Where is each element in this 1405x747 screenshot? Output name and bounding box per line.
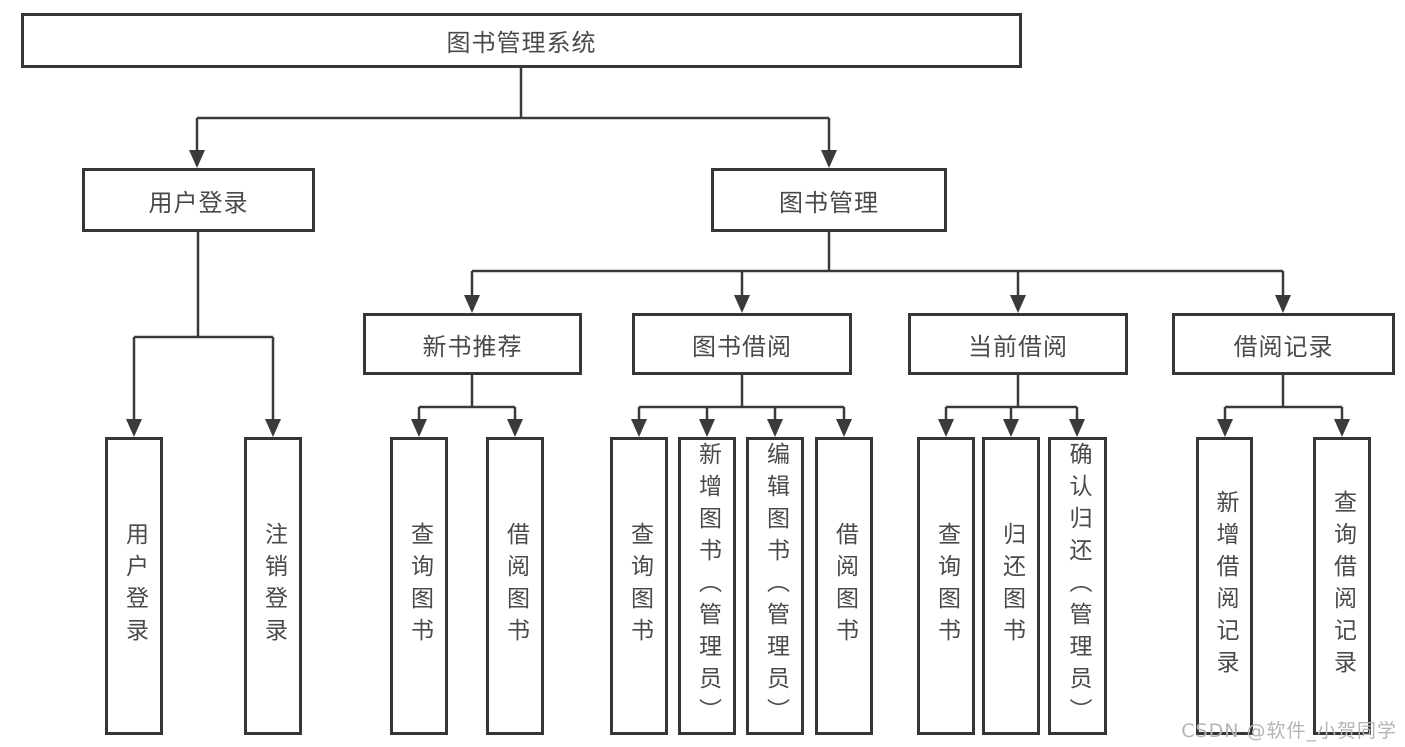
arrow-down-icon	[265, 419, 281, 437]
leaf-nbr-borrow-books: 借阅图书	[486, 437, 544, 735]
node-root: 图书管理系统	[21, 13, 1022, 68]
leaf-bb-borrow-books: 借阅图书	[815, 437, 873, 735]
leaf-logout: 注销登录	[244, 437, 302, 735]
arrow-down-icon	[1010, 295, 1026, 313]
arrow-down-icon	[767, 419, 783, 437]
arrow-down-icon	[1069, 419, 1085, 437]
leaf-cb-query-books: 查询图书	[917, 437, 975, 735]
arrow-down-icon	[821, 150, 837, 168]
watermark: CSDN @软件_小贺同学	[1181, 720, 1397, 742]
leaf-nbr-query-books: 查询图书	[390, 437, 448, 735]
leaf-br-add-record: 新增借阅记录	[1196, 437, 1253, 735]
arrow-down-icon	[734, 295, 750, 313]
arrow-down-icon	[631, 419, 647, 437]
arrow-down-icon	[1217, 419, 1233, 437]
node-user-login: 用户登录	[82, 168, 315, 232]
arrow-down-icon	[411, 419, 427, 437]
arrow-down-icon	[126, 419, 142, 437]
leaf-bb-edit-books-admin: 编辑图书（管理员）	[746, 437, 804, 735]
arrow-down-icon	[1275, 295, 1291, 313]
leaf-bb-add-books-admin: 新增图书（管理员）	[678, 437, 736, 735]
node-book-borrow: 图书借阅	[632, 313, 852, 375]
leaf-cb-return-books: 归还图书	[982, 437, 1040, 735]
node-book-management: 图书管理	[711, 168, 947, 232]
connector-path	[132, 68, 1344, 421]
arrow-down-icon	[1334, 419, 1350, 437]
arrow-down-icon	[189, 150, 205, 168]
leaf-br-query-record: 查询借阅记录	[1313, 437, 1371, 735]
arrow-down-icon	[699, 419, 715, 437]
leaf-user-login: 用户登录	[105, 437, 163, 735]
node-borrow-records: 借阅记录	[1172, 313, 1395, 375]
arrow-down-icon	[464, 295, 480, 313]
arrow-down-icon	[938, 419, 954, 437]
arrow-down-icon	[507, 419, 523, 437]
node-new-book-recommend: 新书推荐	[363, 313, 582, 375]
arrow-down-icon	[1003, 419, 1019, 437]
arrow-down-icon	[836, 419, 852, 437]
leaf-cb-confirm-return-admin: 确认归还（管理员）	[1048, 437, 1107, 735]
leaf-bb-query-books: 查询图书	[610, 437, 668, 735]
node-current-borrow: 当前借阅	[908, 313, 1128, 375]
